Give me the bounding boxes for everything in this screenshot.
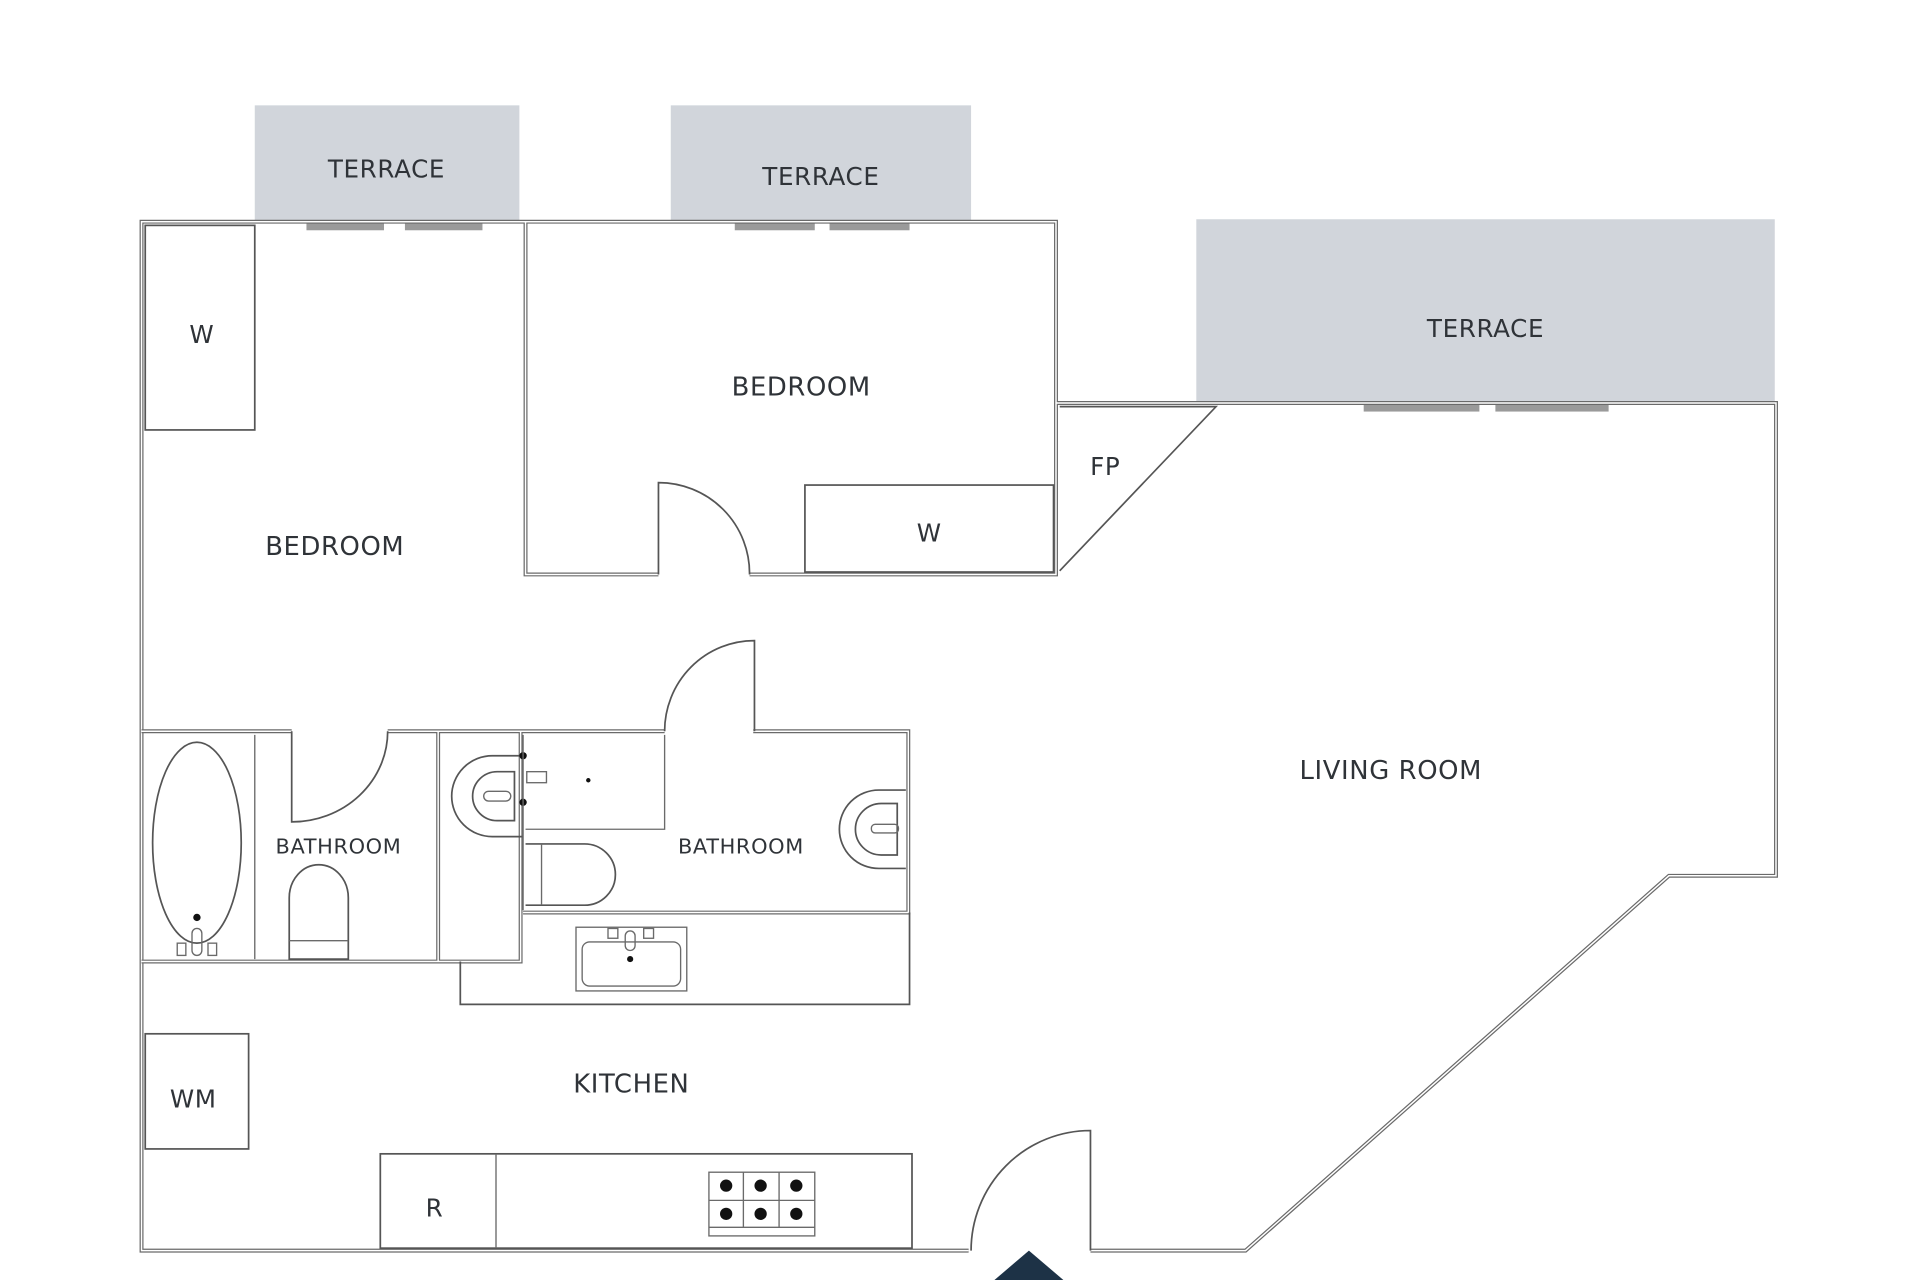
fireplace: FP — [1059, 405, 1219, 572]
bathroom-walls — [141, 729, 911, 964]
bedroom-left-label: BEDROOM — [265, 532, 404, 562]
entrance-door — [970, 1129, 1092, 1251]
bathroom-left-door — [290, 731, 389, 823]
kitchen-label: KITCHEN — [573, 1070, 689, 1100]
bathroom-right-label: BATHROOM — [678, 835, 804, 859]
washing-machine-label: WM — [170, 1084, 217, 1113]
toilet-right-icon — [525, 843, 617, 907]
bedroom-middle-label: BEDROOM — [732, 373, 871, 403]
bathroom-right: BATHROOM — [522, 639, 906, 911]
terrace-middle: TERRACE — [670, 105, 972, 222]
basin-right-icon — [838, 789, 906, 870]
washing-machine: WM — [144, 1032, 250, 1150]
wardrobe-middle: W — [804, 484, 1055, 573]
bathtub-icon — [151, 741, 243, 957]
terrace-left-label: TERRACE — [327, 155, 445, 184]
fireplace-label: FP — [1090, 452, 1120, 481]
bathroom-left-label: BATHROOM — [275, 835, 401, 859]
wardrobe-left-label: W — [189, 320, 214, 349]
windows — [306, 221, 1609, 412]
wardrobe-left: W — [144, 224, 256, 431]
toilet-icon — [288, 863, 350, 960]
basin-left-icon — [450, 752, 527, 838]
refrigerator-label: R — [426, 1193, 444, 1222]
terrace-right: TERRACE — [1196, 219, 1775, 403]
kitchen-counter: R — [379, 1152, 913, 1250]
sink-icon — [575, 926, 688, 992]
bathroom-left: BATHROOM — [151, 731, 401, 960]
terrace-right-label: TERRACE — [1426, 314, 1544, 343]
stove-icon — [708, 1171, 816, 1237]
bedroom-middle-door — [657, 481, 751, 575]
entrance-arrow-icon — [994, 1250, 1064, 1280]
kitchen-sink-counter — [459, 912, 911, 1006]
terrace-middle-label: TERRACE — [761, 162, 879, 191]
living-room-label: LIVING ROOM — [1300, 756, 1482, 786]
exterior-walls — [139, 219, 1778, 1253]
terrace-left: TERRACE — [254, 105, 520, 222]
bathroom-right-door — [663, 639, 756, 732]
wardrobe-middle-label: W — [917, 518, 942, 547]
